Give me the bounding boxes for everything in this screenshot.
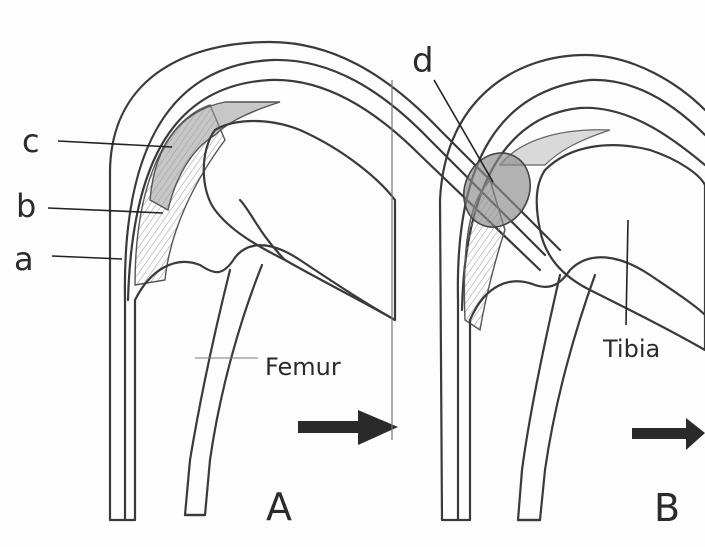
label-c-leader bbox=[58, 141, 172, 147]
panel-b-arrow bbox=[632, 418, 705, 450]
panel-a-tibia-head bbox=[204, 121, 395, 320]
label-b: b bbox=[16, 187, 36, 225]
panel-label-a: A bbox=[266, 485, 292, 529]
label-d: d bbox=[412, 41, 434, 81]
panel-b-outer-membrane-inner-edge bbox=[458, 80, 705, 520]
panel-a-drawing bbox=[110, 42, 560, 520]
panel-b-tibia-head bbox=[537, 145, 705, 350]
panel-a-outer-membrane bbox=[110, 42, 560, 520]
panel-label-b: B bbox=[654, 486, 680, 530]
label-femur: Femur bbox=[265, 353, 341, 381]
panel-a-capsule-c bbox=[150, 102, 280, 210]
label-tibia: Tibia bbox=[602, 335, 660, 363]
label-d-leader bbox=[434, 80, 493, 182]
panel-a-tibia-shaft bbox=[240, 200, 285, 260]
label-a: a bbox=[14, 240, 34, 278]
panel-a-arrow bbox=[298, 410, 398, 445]
label-c: c bbox=[22, 122, 40, 160]
panel-b-femur bbox=[470, 257, 705, 520]
label-a-leader bbox=[52, 256, 122, 259]
panel-b-drawing bbox=[440, 55, 705, 520]
